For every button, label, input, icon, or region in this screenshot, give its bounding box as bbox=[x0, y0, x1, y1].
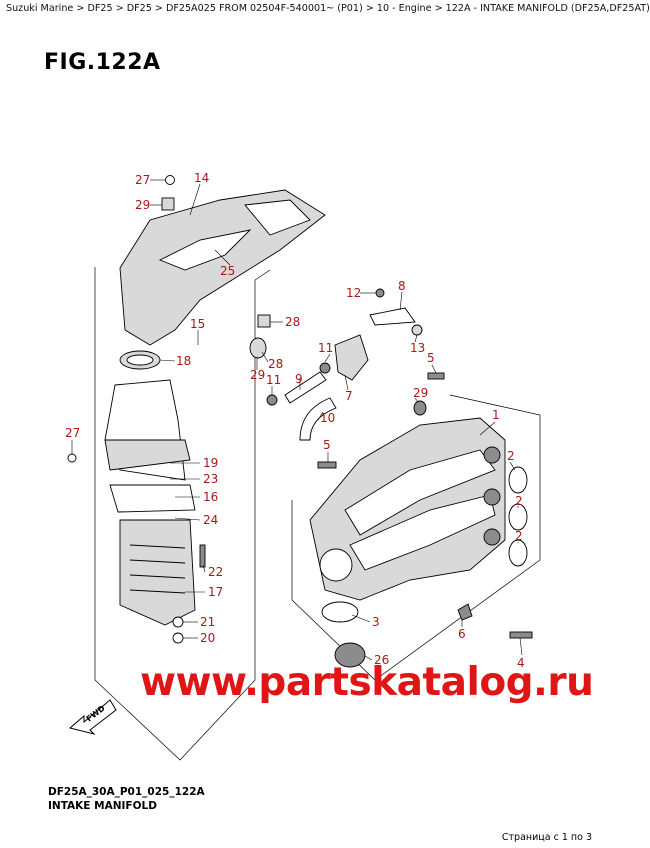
callout-21: 21 bbox=[200, 615, 215, 629]
part-solenoid-7 bbox=[334, 334, 369, 381]
footer-diagram-code: DF25A_30A_P01_025_122A bbox=[48, 786, 205, 798]
part-silencer-upper bbox=[119, 189, 326, 346]
callout-14: 14 bbox=[194, 171, 209, 185]
footer-diagram-name: INTAKE MANIFOLD bbox=[48, 800, 157, 812]
part-gasket-3 bbox=[321, 601, 359, 623]
part-plug-6 bbox=[457, 603, 473, 621]
part-bolt-27 bbox=[165, 175, 175, 185]
callout-27: 27 bbox=[135, 173, 150, 187]
figure-title: FIG.122A bbox=[44, 50, 161, 75]
callout-5b: 5 bbox=[323, 438, 331, 452]
callout-13: 13 bbox=[410, 341, 425, 355]
callout-25: 25 bbox=[220, 264, 235, 278]
parts-diagram: 27 14 29 25 28 15 18 28 29 12 8 13 11 9 … bbox=[65, 171, 541, 761]
callout-1: 1 bbox=[492, 408, 500, 422]
part-bolt-27b bbox=[67, 453, 77, 463]
callout-7: 7 bbox=[345, 389, 353, 403]
part-bracket-8 bbox=[369, 307, 416, 326]
part-gasket-2a bbox=[508, 466, 528, 494]
callout-5: 5 bbox=[427, 351, 435, 365]
part-grommet-29b bbox=[413, 400, 427, 416]
callout-11: 11 bbox=[318, 341, 333, 355]
callout-29: 29 bbox=[135, 198, 150, 212]
callout-18: 18 bbox=[176, 354, 191, 368]
callout-20: 20 bbox=[200, 631, 215, 645]
part-seal-18-inner bbox=[126, 354, 154, 366]
callout-22: 22 bbox=[208, 565, 223, 579]
part-sensor-26 bbox=[334, 642, 366, 668]
callout-26: 26 bbox=[374, 653, 389, 667]
fwd-arrow-icon: FWD bbox=[68, 699, 117, 735]
part-gasket-2b bbox=[508, 503, 528, 531]
callout-24: 24 bbox=[203, 513, 218, 527]
callout-9: 9 bbox=[295, 372, 303, 386]
group-box-air-cleaner bbox=[94, 267, 271, 761]
part-bolt-12 bbox=[375, 288, 385, 298]
part-air-cleaner-case bbox=[104, 379, 196, 626]
callout-2b: 2 bbox=[515, 494, 523, 508]
callout-11b: 11 bbox=[266, 373, 281, 387]
callout-labels: 27 14 29 25 28 15 18 28 29 12 8 13 11 9 … bbox=[65, 171, 525, 670]
part-bolt-5 bbox=[427, 372, 445, 380]
leader-lines bbox=[71, 179, 523, 661]
part-clip-21 bbox=[172, 616, 184, 628]
callout-15: 15 bbox=[190, 317, 205, 331]
callout-2a: 2 bbox=[507, 449, 515, 463]
callout-28: 28 bbox=[285, 315, 300, 329]
callout-28b: 28 bbox=[268, 357, 283, 371]
callout-16: 16 bbox=[203, 490, 218, 504]
callout-17: 17 bbox=[208, 585, 223, 599]
part-nut-11b bbox=[266, 394, 278, 406]
callout-27b: 27 bbox=[65, 426, 80, 440]
watermark: www.partskatalog.ru bbox=[140, 660, 594, 705]
callout-8: 8 bbox=[398, 279, 406, 293]
part-hose-9 bbox=[284, 371, 327, 404]
callout-19: 19 bbox=[203, 456, 218, 470]
callout-10: 10 bbox=[320, 411, 335, 425]
page-indicator: Страница с 1 по 3 bbox=[501, 832, 592, 843]
part-clip-20 bbox=[172, 632, 184, 644]
part-grommet-28 bbox=[257, 314, 271, 328]
group-box-manifold bbox=[291, 394, 541, 681]
callout-23: 23 bbox=[203, 472, 218, 486]
part-stud-4 bbox=[509, 631, 533, 639]
part-hose-10 bbox=[299, 397, 337, 441]
part-intake-manifold bbox=[309, 417, 506, 601]
part-grommet-29 bbox=[161, 197, 175, 211]
callout-2c: 2 bbox=[515, 529, 523, 543]
part-gasket-2c bbox=[508, 539, 528, 567]
part-grommet-13 bbox=[411, 324, 423, 336]
callout-12: 12 bbox=[346, 286, 361, 300]
part-bolt-22 bbox=[199, 544, 206, 568]
callout-4: 4 bbox=[517, 656, 525, 670]
part-nut-11 bbox=[319, 362, 331, 374]
part-cap-28b bbox=[249, 337, 267, 359]
part-bolt-5b bbox=[317, 461, 337, 469]
callout-3: 3 bbox=[372, 615, 380, 629]
callout-29b: 29 bbox=[250, 368, 265, 382]
callout-6: 6 bbox=[458, 627, 466, 641]
breadcrumb: Suzuki Marine > DF25 > DF25 > DF25A025 F… bbox=[6, 3, 650, 14]
callout-29c: 29 bbox=[413, 386, 428, 400]
